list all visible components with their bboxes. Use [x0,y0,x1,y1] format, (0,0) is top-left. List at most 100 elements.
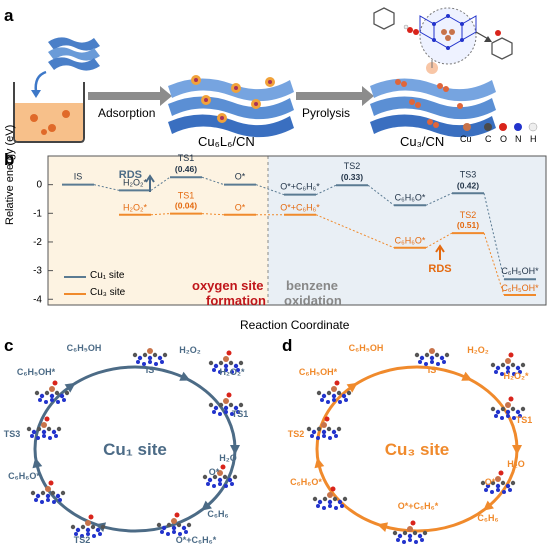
state-label: TS2 [344,161,361,171]
cycle-label: H₂O₂ [179,345,201,355]
catalyst-structure [208,350,244,374]
rds-annotation-cu3: RDS [428,263,451,275]
state-label: TS3 [460,169,477,179]
cu1-cycle-diagram: Cu₁ siteC₆H₅OHISH₂O₂H₂O₂*TS1H₂OO*C₆H₆O*+… [4,343,249,545]
energy-connector [425,192,453,206]
zoom-cu3-site [419,7,477,68]
state-label: O* [235,172,246,182]
phenol-icon [491,37,513,60]
cycle-arrowhead [32,457,43,469]
catalyst-structure [316,380,352,404]
catalyst-structure [70,514,106,538]
energy-connector [93,184,120,191]
cycle-label: C₆H₆O* [290,477,322,487]
cycle-label: C₆H₆ [477,513,498,523]
cn-sheet-icon [48,37,100,71]
legend-c: C [485,134,492,144]
label-cu6l6-cn: Cu₆L₆/CN [198,134,255,149]
state-label: O*+C₆H₆* [280,182,320,192]
catalyst-structure [490,352,526,376]
region-label-benzene-1: benzene [286,278,339,293]
state-label: C₆H₆O* [395,236,426,246]
catalyst-structure [414,348,450,366]
cycle-arrowhead [64,382,76,393]
state-label: TS1 [178,191,195,201]
legend-swatch-cu1 [64,276,86,278]
benzene-icon [373,7,395,30]
state-label: C₆H₅OH* [501,266,539,276]
cycle-label: C₆H₆ [207,509,228,519]
state-label: C₆H₆O* [395,192,426,202]
barrier-label: (0.51) [457,220,479,230]
state-label: H₂O₂* [123,177,147,187]
panel-a-illustration [13,7,538,143]
state-label: TS1 [178,153,195,163]
state-label: O* [235,203,246,213]
label-cu3-cn: Cu₃/CN [400,134,445,149]
label-adsorption: Adsorption [98,106,156,120]
cycle-label: TS2 [288,429,305,439]
legend-o: O [500,134,508,144]
energy-connector [255,184,285,196]
cycle-arrowhead [230,445,240,455]
element-legend [463,122,538,132]
state-label: TS2 [460,210,477,220]
cycle-arrowhead [179,371,191,381]
cycle-label: O*+C₆H₆* [398,501,439,511]
cycle-label: TS2 [74,535,91,545]
rds-arrow-cu1 [145,174,155,192]
catalyst-structure [202,464,238,488]
energy-connector [150,213,171,216]
h2o2-icon [403,24,419,35]
panel-letter-a: a [4,6,14,25]
barrier-label: (0.46) [175,164,197,174]
catalyst-structure [208,392,244,416]
catalyst-structure [312,486,348,510]
state-label: H₂O₂* [123,203,147,213]
cycle-arrowhead [483,500,494,511]
catalyst-structure [34,380,70,404]
cycle-label: C₆H₅OH [67,343,102,353]
y-axis-label: Relative energy (eV) [4,124,16,225]
cycle-label: H₂O [219,453,237,463]
y-tick-label: -4 [33,294,42,305]
state-label: O*+C₆H₆* [280,203,320,213]
beaker-icon [13,82,85,143]
cycle-arrowhead [346,382,358,393]
cycle-label: C₆H₅OH [349,343,384,353]
region-oxygen-site [48,156,268,305]
y-tick-label: 0 [36,180,42,191]
cycle-title: Cu₁ site [103,440,167,459]
rds-arrow-cu3 [435,244,445,260]
panel-letter-d: d [282,336,293,355]
barrier-label: (0.42) [457,180,479,190]
y-tick-label: -1 [33,208,42,219]
cu6l6-cn-stack [168,75,294,138]
cycle-arrowhead [512,445,522,455]
region-label-oxygen-1: oxygen site [192,278,264,293]
region-label-benzene-2: oxidation [284,293,342,308]
cu3-cycle-diagram: Cu₃ siteC₆H₅OHISH₂O₂H₂O₂*TS1H₂OO*C₆H₆O*+… [288,343,532,544]
legend-h: H [530,134,537,144]
catalyst-structure [306,416,342,440]
cycle-arrowhead [314,457,325,469]
cycle-label: H₂O₂* [219,367,244,377]
cycle-label: IS [428,365,437,375]
y-tick-label: -3 [33,266,42,277]
cycle-label: TS1 [232,409,249,419]
catalyst-structure [490,396,526,420]
cycle-label: IS [146,365,155,375]
panel-letter-c: c [4,336,14,355]
plot-frame [47,155,547,306]
barrier-label: (0.33) [341,172,363,182]
catalyst-structure [30,480,66,504]
cycle-arrowhead [461,371,473,381]
energy-profile-chart: 0-1-2-3-4 ISH₂O₂*TS1(0.46)O*O*+C₆H₆*TS2(… [33,153,547,306]
catalyst-structure [26,416,62,440]
arrow-adsorption [88,86,172,106]
cycle-label: O*+C₆H₆* [176,535,217,545]
region-label-oxygen-2: formation [206,293,266,308]
cycle-label: O* [485,477,496,487]
energy-connector [367,184,395,206]
